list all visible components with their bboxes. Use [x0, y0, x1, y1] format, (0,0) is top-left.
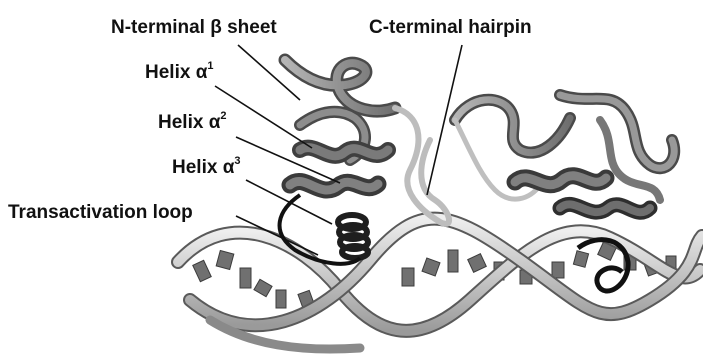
helix-alpha-3-coil	[338, 215, 368, 258]
helix-1-text: Helix α	[145, 62, 207, 83]
label-transactivation-loop: Transactivation loop	[8, 203, 193, 222]
c-terminal-hairpin-ribbon	[395, 108, 449, 224]
label-helix-alpha-1: Helix α1	[145, 63, 214, 82]
dna-base-pairs	[193, 242, 676, 308]
helix-2-text: Helix α	[158, 112, 220, 133]
label-c-terminal-hairpin: C-terminal hairpin	[369, 18, 532, 37]
helix-3-text: Helix α	[172, 157, 234, 178]
left-protein-monomer	[280, 60, 450, 264]
label-helix-alpha-2: Helix α2	[158, 113, 227, 132]
label-helix-alpha-3: Helix α3	[172, 158, 241, 177]
helix-2-superscript: 2	[220, 110, 226, 122]
helix-1-superscript: 1	[207, 60, 213, 72]
label-n-terminal-beta-sheet: N-terminal β sheet	[111, 18, 277, 37]
helix-3-superscript: 3	[234, 155, 240, 167]
leader-line-helix-1	[215, 86, 312, 148]
